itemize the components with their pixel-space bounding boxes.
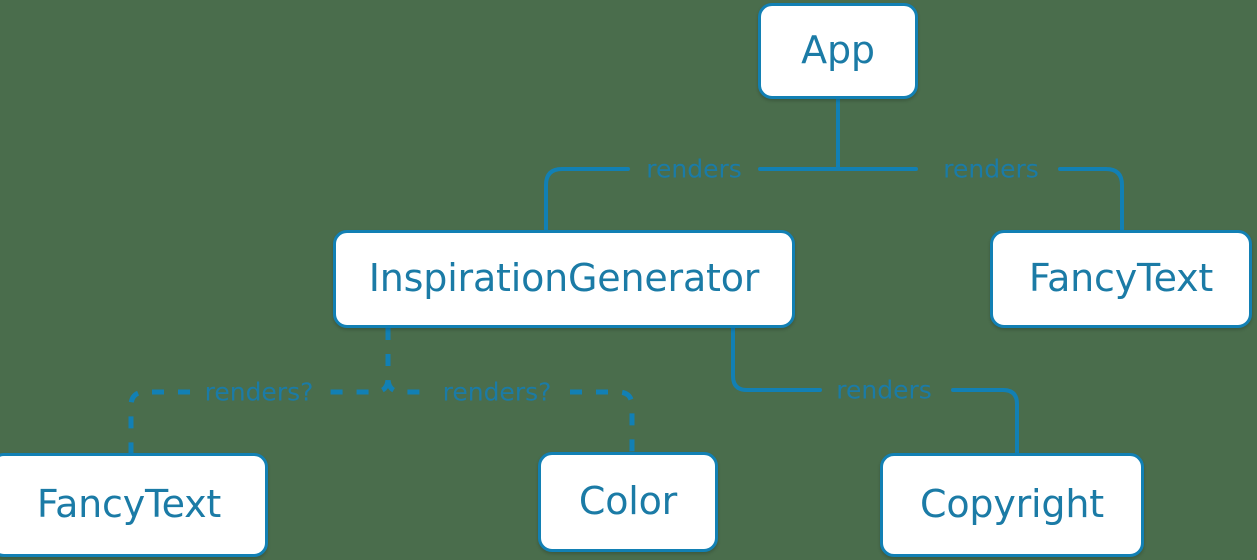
- edge-inspirationgenerator-copyright-head: [731, 326, 822, 392]
- edge-app-inspirationgenerator-tail: [544, 167, 630, 232]
- edge-label-app-fancytext-right: renders: [943, 154, 1039, 184]
- node-copyright[interactable]: Copyright: [880, 453, 1144, 557]
- edge-inspirationgenerator-color-head: [385, 328, 424, 395]
- edge-inspirationgenerator-fancytext-left-head: [330, 328, 391, 395]
- node-color-label: Color: [578, 479, 678, 523]
- node-app-label: App: [801, 28, 875, 72]
- node-inspirationgenerator-label: InspirationGenerator: [368, 256, 760, 300]
- edge-app-inspirationgenerator: [758, 97, 840, 171]
- edge-inspirationgenerator-color-tail: [570, 389, 635, 452]
- node-fancytext-left-label: FancyText: [36, 482, 222, 526]
- node-inspirationgenerator[interactable]: InspirationGenerator: [333, 230, 795, 328]
- edge-label-inspirationgenerator-copyright: renders: [836, 375, 932, 405]
- node-copyright-label: Copyright: [920, 482, 1104, 526]
- edge-inspirationgenerator-fancytext-left-tail: [128, 389, 190, 453]
- node-fancytext-right[interactable]: FancyText: [990, 230, 1252, 328]
- edge-app-fancytext-right-head: [836, 97, 918, 171]
- node-color[interactable]: Color: [538, 452, 718, 552]
- node-app[interactable]: App: [758, 3, 918, 99]
- edge-app-fancytext-right-tail: [1058, 167, 1124, 232]
- edge-label-inspirationgenerator-color: renders?: [442, 377, 552, 407]
- edge-label-inspirationgenerator-fancytext-left: renders?: [204, 377, 314, 407]
- node-fancytext-right-label: FancyText: [1028, 256, 1214, 300]
- node-fancytext-left[interactable]: FancyText: [0, 453, 268, 557]
- edge-label-app-inspirationgenerator: renders: [646, 154, 742, 184]
- edge-inspirationgenerator-copyright-tail: [951, 388, 1019, 455]
